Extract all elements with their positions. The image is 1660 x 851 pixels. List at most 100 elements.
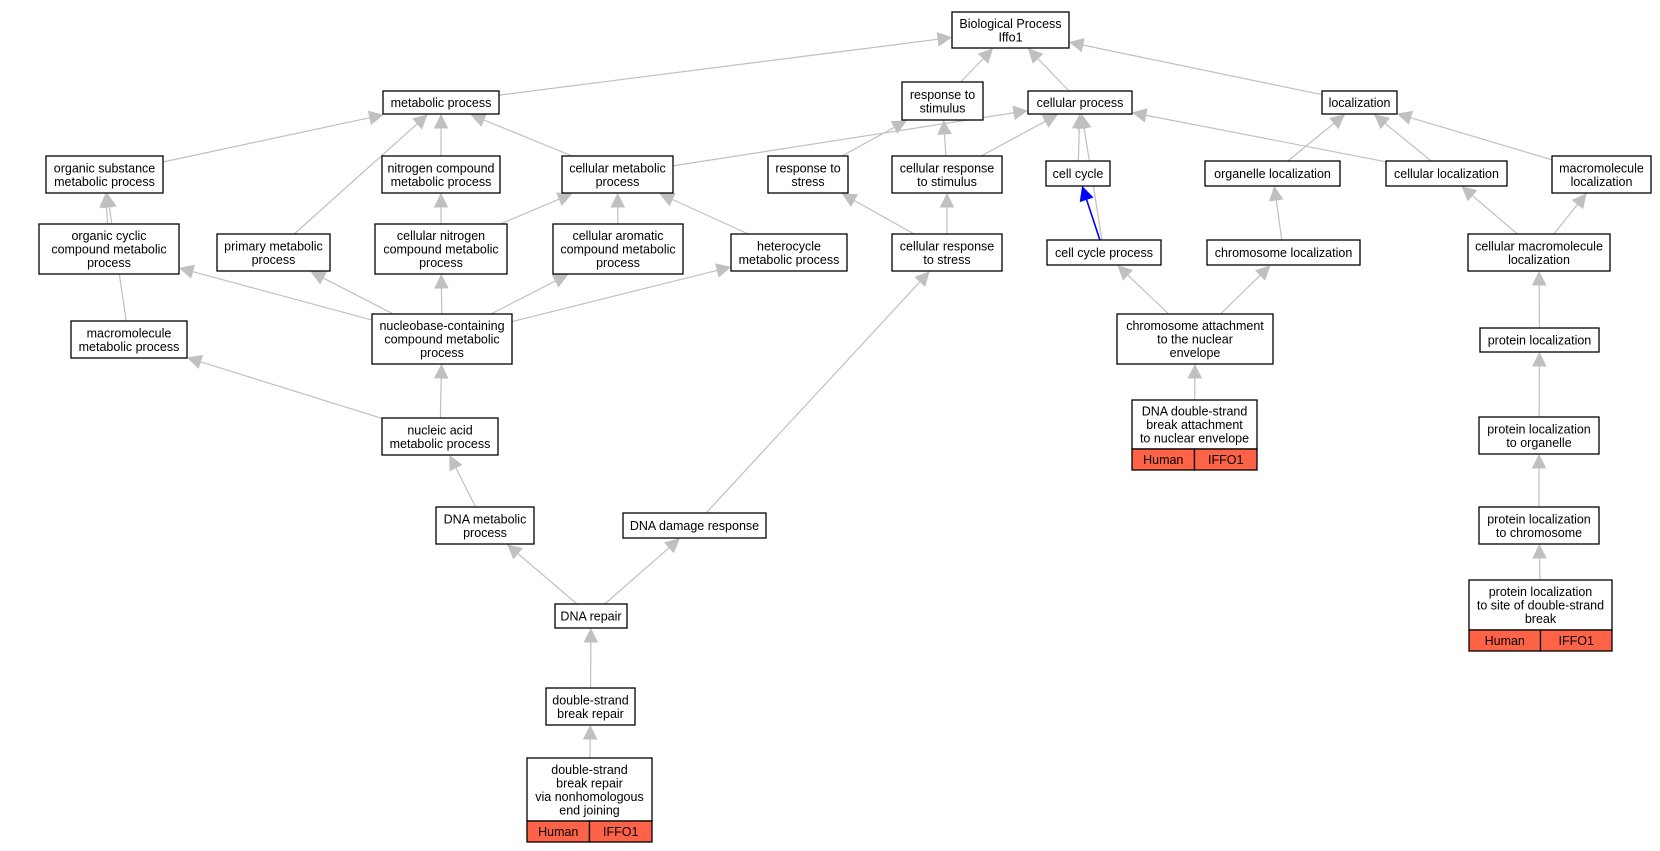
node-box bbox=[1467, 233, 1611, 272]
node-box bbox=[435, 506, 535, 545]
edge-line bbox=[1410, 117, 1553, 161]
edge-cc_proc-to-cell_cycle bbox=[1079, 185, 1101, 241]
edge-nucleobase-to-org_cyclic bbox=[178, 264, 373, 321]
edge-arrowhead bbox=[310, 271, 327, 285]
node-label-line: break repair bbox=[557, 707, 624, 721]
edge-line bbox=[439, 377, 442, 419]
node-label-line: localization bbox=[1329, 96, 1391, 110]
node-label-line: double-strand bbox=[552, 693, 628, 707]
annotation-species-label: Human bbox=[538, 825, 578, 839]
edge-chrom_loc-to-org_loc bbox=[1269, 185, 1284, 241]
node-box bbox=[545, 687, 636, 726]
node-label-line: stress bbox=[791, 175, 824, 189]
node-box bbox=[901, 81, 984, 121]
node-metabolic[interactable]: metabolic process bbox=[382, 90, 500, 115]
node-chrom-loc[interactable]: chromosome localization bbox=[1206, 239, 1361, 266]
node-label-line: to nuclear envelope bbox=[1140, 432, 1249, 446]
node-label-line: to chromosome bbox=[1496, 526, 1582, 540]
edge-arrowhead bbox=[610, 192, 626, 208]
node-cell-loc[interactable]: cellular localization bbox=[1385, 160, 1508, 187]
edge-arrowhead bbox=[1396, 110, 1414, 125]
annotation-species-label: Human bbox=[1143, 453, 1183, 467]
edge-arrowhead bbox=[1187, 363, 1203, 379]
node-box bbox=[1478, 416, 1600, 455]
edge-line bbox=[1384, 122, 1432, 162]
node-label-line: process bbox=[420, 346, 464, 360]
node-label-line: protein localization bbox=[1488, 334, 1592, 348]
node-cell-cycle[interactable]: cell cycle bbox=[1045, 160, 1111, 187]
edge-prot_loc_org-to-prot_loc bbox=[1532, 351, 1547, 418]
node-box bbox=[1131, 399, 1258, 450]
edge-nucleic-to-nucleobase bbox=[433, 363, 449, 419]
edge-line bbox=[499, 198, 560, 225]
edge-arrowhead bbox=[1531, 270, 1547, 286]
node-box bbox=[374, 223, 508, 275]
node-box bbox=[526, 757, 653, 822]
node-label-line: Biological Process bbox=[959, 17, 1061, 31]
edge-line bbox=[1145, 114, 1387, 163]
node-label-line: process bbox=[596, 175, 640, 189]
node-label-line: break attachment bbox=[1146, 418, 1243, 432]
edge-primary-to-metabolic bbox=[293, 114, 428, 235]
edge-line bbox=[1082, 44, 1323, 96]
node-box bbox=[1206, 239, 1361, 266]
node-label-line: cellular aromatic bbox=[572, 229, 663, 243]
node-cc-proc[interactable]: cell cycle process bbox=[1046, 239, 1162, 266]
edge-nucleic-to-macro_metab bbox=[186, 354, 383, 419]
annotation-gene-label: IFFO1 bbox=[1559, 634, 1594, 648]
node-dna-damage[interactable]: DNA damage response bbox=[622, 512, 767, 539]
edge-cell_macro_loc-to-cell_loc bbox=[1461, 186, 1518, 235]
node-box bbox=[767, 155, 849, 194]
node-label-line: protein localization bbox=[1487, 422, 1591, 436]
node-localization[interactable]: localization bbox=[1321, 90, 1398, 115]
node-label-line: heterocycle bbox=[757, 239, 821, 253]
edge-cell_macro_loc-to-macro_loc bbox=[1553, 193, 1587, 235]
edge-metabolic-to-bp bbox=[498, 32, 953, 96]
edge-arrowhead bbox=[1041, 114, 1058, 128]
edge-arrowhead bbox=[470, 113, 487, 127]
edge-line bbox=[483, 119, 573, 157]
edge-line bbox=[1127, 274, 1170, 315]
edge-heterocycle-to-cell_metab bbox=[659, 192, 749, 235]
node-label-line: nitrogen compound bbox=[387, 161, 494, 175]
edge-line bbox=[853, 199, 915, 235]
node-prot-loc[interactable]: protein localization bbox=[1479, 327, 1600, 353]
node-dna-repair[interactable]: DNA repair bbox=[554, 603, 628, 629]
edge-arrowhead bbox=[1117, 265, 1134, 281]
edge-line bbox=[705, 281, 921, 514]
edge-arrowhead bbox=[1068, 37, 1085, 53]
node-box bbox=[622, 512, 767, 539]
node-label-line: DNA metabolic bbox=[444, 512, 527, 526]
node-cell-proc[interactable]: cellular process bbox=[1027, 90, 1133, 115]
node-org-loc[interactable]: organelle localization bbox=[1204, 160, 1341, 187]
edge-cell_nitro-to-nitrogen bbox=[433, 192, 449, 224]
edge-arrowhead bbox=[1373, 114, 1390, 130]
